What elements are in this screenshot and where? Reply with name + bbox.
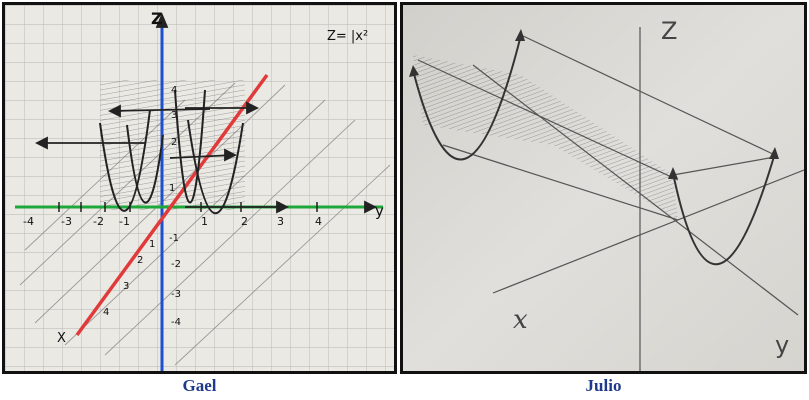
trace-arrows (34, 12, 378, 214)
x-tick-1: 1 (149, 239, 156, 250)
x-tick-2: 2 (137, 255, 144, 266)
y-axis-ticks (58, 202, 318, 212)
gael-sketch-photo: Z Z= |x² y X 1 2 3 4 -1 -2 -3 -4 1 2 3 4… (2, 2, 397, 374)
parabola-curves (99, 89, 244, 215)
y-axis-label: y (375, 202, 384, 220)
julio-z-axis-label: Z (661, 17, 678, 45)
z-axis-label: Z (151, 9, 163, 28)
gael-sketch-drawing (5, 5, 394, 371)
shaded-surface (100, 80, 245, 210)
y-tick-neg-4: -4 (23, 215, 34, 228)
y-tick-neg-3: -3 (61, 215, 72, 228)
julio-parabolas (412, 34, 776, 265)
julio-y-axis-label: y (775, 331, 790, 359)
julio-sketch-drawing (403, 5, 804, 371)
y-tick-neg-2: -2 (93, 215, 104, 228)
z-tick-pos-1: 1 (169, 183, 176, 194)
julio-sketch-photo: Z x y (400, 2, 807, 374)
x-tick-3: 3 (123, 281, 130, 292)
y-tick-neg-1: -1 (119, 215, 130, 228)
z-tick-neg-2: -2 (171, 259, 181, 270)
z-tick-pos-4: 4 (171, 85, 178, 96)
z-tick-neg-4: -4 (171, 317, 181, 328)
equation-label: Z= |x² (327, 29, 369, 44)
x-tick-4: 4 (103, 307, 110, 318)
y-tick-pos-1: 1 (201, 215, 208, 228)
x-axis-label: X (57, 331, 66, 346)
y-tick-pos-2: 2 (241, 215, 248, 228)
y-tick-pos-4: 4 (315, 215, 322, 228)
z-tick-neg-1: -1 (169, 233, 179, 244)
z-tick-pos-3: 3 (171, 110, 178, 121)
shaded-plane (413, 55, 678, 220)
julio-caption: Julio (585, 376, 622, 395)
gael-caption: Gael (182, 376, 217, 395)
julio-x-axis-label: x (513, 305, 528, 335)
z-tick-pos-2: 2 (171, 137, 178, 148)
axes-and-guides (417, 27, 804, 371)
z-tick-neg-3: -3 (171, 289, 181, 300)
julio-arrowheads (409, 29, 779, 179)
x-axis (75, 73, 269, 337)
y-tick-pos-3: 3 (277, 215, 284, 228)
